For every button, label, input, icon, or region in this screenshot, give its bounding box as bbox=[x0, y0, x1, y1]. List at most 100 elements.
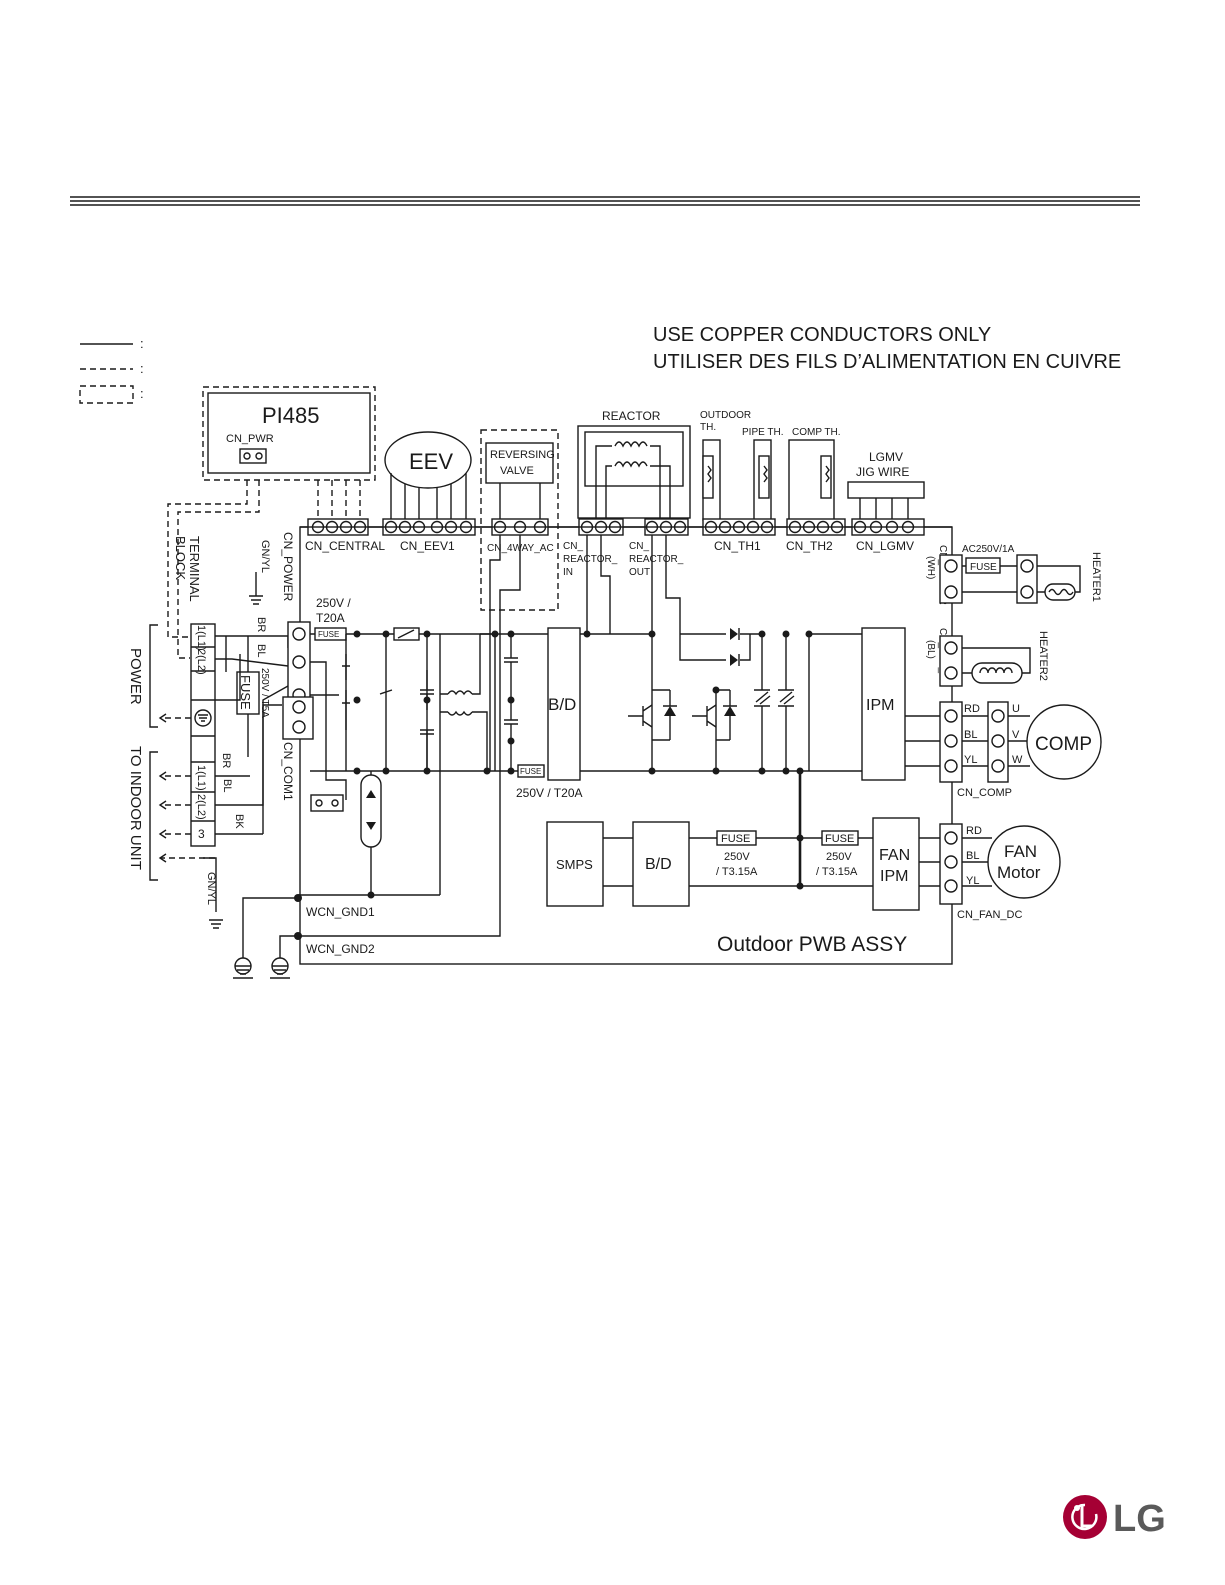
reactor-label: REACTOR bbox=[602, 409, 661, 423]
cn-central-label: CN_CENTRAL bbox=[305, 539, 385, 553]
outdoor-th-label-2: TH. bbox=[700, 422, 716, 433]
board-label: Outdoor PWB ASSY bbox=[717, 933, 907, 956]
fan-motor-label-1: FAN bbox=[1004, 842, 1037, 861]
reactor: REACTOR bbox=[577, 409, 691, 520]
power-label: POWER bbox=[127, 648, 144, 705]
bridge-diode-smps bbox=[632, 821, 690, 907]
terminal-block-label-2: BLOCK bbox=[173, 536, 188, 580]
terminal-fuse-label: FUSE bbox=[238, 675, 253, 710]
cn-reactor-out-label-3: OUT bbox=[629, 567, 650, 578]
cn-lgmv-label: CN_LGMV bbox=[856, 539, 914, 553]
reversing-valve-label-1: REVERSING bbox=[490, 449, 555, 461]
bd-main-label: B/D bbox=[548, 695, 576, 714]
wire-bl-comp: BL bbox=[964, 729, 977, 741]
notice-copper-en: USE COPPER CONDUCTORS ONLY bbox=[653, 324, 991, 346]
heater1-label: HEATER1 bbox=[1090, 552, 1102, 602]
fan-fuse-rating-2: / T3.15A bbox=[816, 866, 858, 878]
pi485-module: PI485 CN_PWR bbox=[202, 386, 376, 481]
surge-absorber bbox=[360, 774, 382, 848]
term-bot-3: 3 bbox=[198, 827, 205, 841]
fan-ipm-module bbox=[872, 817, 920, 911]
term-bot-1: 1(L1) bbox=[195, 765, 207, 791]
heater1-element bbox=[1044, 583, 1076, 601]
wire-br-bottom: BR bbox=[220, 753, 232, 768]
notice-copper-fr: UTILISER DES FILS D’ALIMENTATION EN CUIV… bbox=[653, 351, 1121, 373]
wire-yl-comp: YL bbox=[964, 754, 977, 766]
cn-th2-label: CN_TH2 bbox=[786, 539, 833, 553]
cn-reactor-in-label-1: CN_ bbox=[563, 541, 583, 552]
lg-logo: LG bbox=[1063, 1495, 1166, 1540]
lg-wordmark: LG bbox=[1113, 1498, 1166, 1540]
wire-rd-comp: RD bbox=[964, 703, 980, 715]
heater-fuse-rating: AC250V/1A bbox=[962, 544, 1015, 555]
cn-reactor-out-label-1: CN_ bbox=[629, 541, 649, 552]
wire-yl-fan: YL bbox=[966, 875, 979, 887]
cn-fan-dc-label: CN_FAN_DC bbox=[957, 909, 1022, 921]
wcn-gnd2-label: WCN_GND2 bbox=[306, 942, 375, 956]
wire-bk: BK bbox=[233, 814, 245, 829]
cn-eev1-label: CN_EEV1 bbox=[400, 539, 455, 553]
fan-fuse-rating-1: 250V bbox=[826, 851, 852, 863]
legend: : : : bbox=[79, 336, 144, 404]
cn-reactor-out-label-2: REACTOR_ bbox=[629, 554, 684, 565]
lgmv-label-2: JIG WIRE bbox=[856, 465, 909, 479]
term-top-2: 2(L2) bbox=[195, 649, 207, 675]
main-fuse-rating-2: T20A bbox=[316, 611, 345, 625]
term-bot-2: 2(L2) bbox=[195, 794, 207, 820]
wire-gnyl-top: GN/YL bbox=[259, 540, 271, 573]
fan-ipm-label-1: FAN bbox=[879, 847, 910, 864]
legend-colon-dashed: : bbox=[140, 361, 144, 376]
thermistors: OUTDOOR TH. PIPE TH. COMP TH. bbox=[700, 410, 841, 521]
wire-bl-bottom: BL bbox=[221, 779, 233, 792]
smps-fuse-rating-1: 250V bbox=[724, 851, 750, 863]
com1-jumper bbox=[310, 794, 344, 812]
wire-u: U bbox=[1012, 703, 1020, 715]
cn-comp-label: CN_COMP bbox=[957, 787, 1012, 799]
wire-w: W bbox=[1012, 754, 1023, 766]
terminal-block-label-1: TERMINAL bbox=[187, 536, 202, 602]
eev-component: EEV bbox=[384, 431, 472, 520]
smps-module bbox=[546, 821, 604, 907]
terminal-block: TERMINAL BLOCK 1(L1) 2(L2) 1(L1) 2(L2) 3 bbox=[173, 536, 216, 847]
wire-bl-top: BL bbox=[255, 644, 267, 657]
bd-fuse-rating: 250V / T20A bbox=[516, 786, 583, 800]
smps-fuse-rating-2: / T3.15A bbox=[716, 866, 758, 878]
terminal-fuse-rating: 250V / T5A bbox=[259, 668, 270, 718]
outdoor-th-label-1: OUTDOOR bbox=[700, 410, 751, 421]
pi485-label: PI485 bbox=[262, 403, 320, 428]
term-top-1: 1(L1) bbox=[195, 625, 207, 651]
bd-smps-label: B/D bbox=[645, 856, 672, 873]
ipm-module bbox=[861, 627, 906, 781]
fan-motor bbox=[987, 825, 1061, 899]
reversing-valve: REVERSING VALVE bbox=[480, 429, 559, 611]
wire-br-top: BR bbox=[255, 617, 267, 632]
legend-colon-box: : bbox=[140, 386, 144, 401]
ground-symbols bbox=[233, 957, 290, 979]
cn-reactor-in-label-3: IN bbox=[563, 567, 573, 578]
ipm-label: IPM bbox=[866, 697, 894, 714]
wire-bl-fan: BL bbox=[966, 850, 979, 862]
fan-fuse-label: FUSE bbox=[825, 833, 854, 845]
eev-label: EEV bbox=[409, 449, 453, 474]
smps-label: SMPS bbox=[556, 857, 593, 872]
comp-th-label: COMP TH. bbox=[792, 427, 841, 438]
legend-colon-solid: : bbox=[140, 336, 144, 351]
pipe-th-label: PIPE TH. bbox=[742, 427, 784, 438]
wire-v: V bbox=[1012, 729, 1020, 741]
to-indoor-unit-label: TO INDOOR UNIT bbox=[127, 746, 144, 870]
smps-fuse-label: FUSE bbox=[721, 833, 750, 845]
cn-reactor-in-label-2: REACTOR_ bbox=[563, 554, 618, 565]
cn-power-label: CN_POWER bbox=[281, 532, 295, 602]
wire-rd-fan: RD bbox=[966, 825, 982, 837]
cn-pwr-label: CN_PWR bbox=[226, 433, 274, 445]
bridge-diode-main bbox=[547, 627, 581, 781]
wcn-gnd1-label: WCN_GND1 bbox=[306, 905, 375, 919]
cn-th1-label: CN_TH1 bbox=[714, 539, 761, 553]
heater2-label: HEATER2 bbox=[1037, 631, 1049, 681]
compressor bbox=[1026, 704, 1102, 780]
cn-com1-label: CN_COM1 bbox=[281, 742, 295, 801]
main-fuse-rating-1: 250V / bbox=[316, 596, 351, 610]
fan-motor-label-2: Motor bbox=[997, 863, 1041, 882]
wire-gnyl-bottom: GN/YL bbox=[205, 872, 217, 905]
